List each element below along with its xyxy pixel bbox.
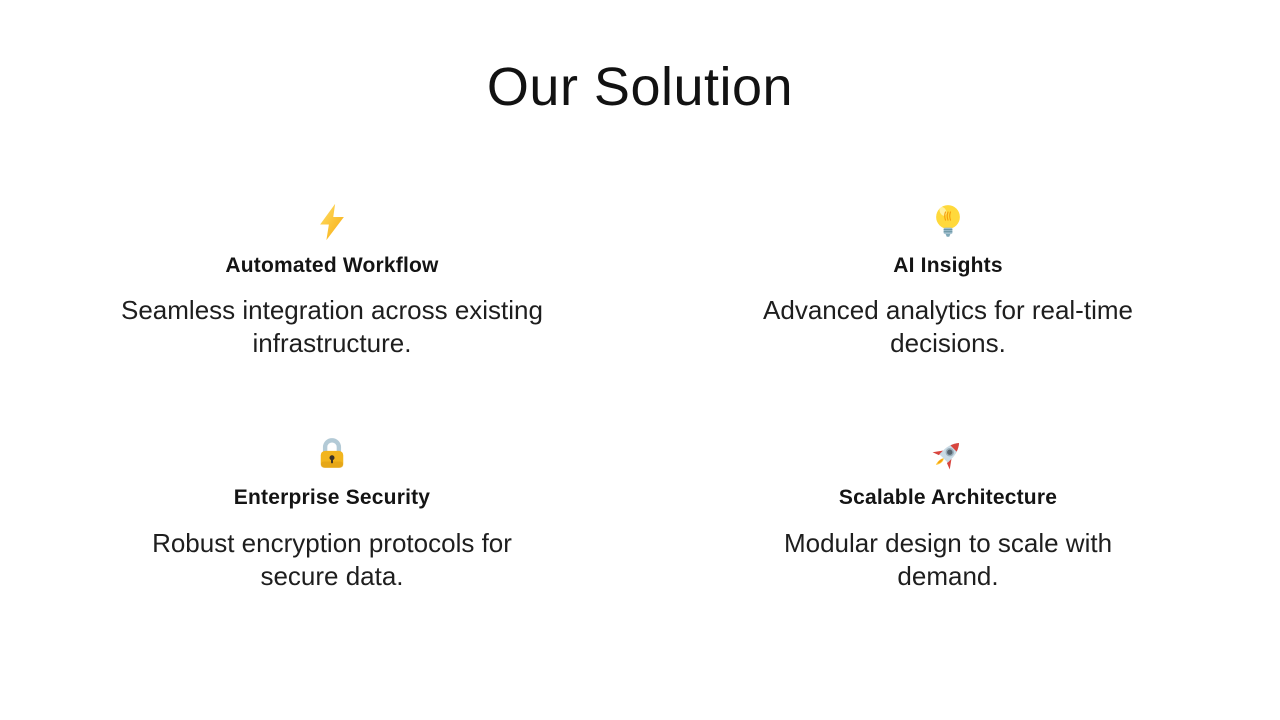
- light-bulb-icon: [926, 200, 970, 244]
- feature-ai-insights: AI Insights Advanced analytics for real-…: [763, 200, 1133, 360]
- description-line: Seamless integration across existing: [121, 295, 543, 326]
- features-grid: Automated Workflow Seamless integration …: [72, 200, 1208, 593]
- lock-icon: [310, 432, 354, 476]
- rocket-icon: [926, 432, 970, 476]
- description-line: infrastructure.: [252, 328, 412, 359]
- feature-title: Scalable Architecture: [838, 486, 1058, 510]
- description-line: demand.: [897, 560, 999, 591]
- feature-description: Advanced analytics for real-time decisio…: [763, 294, 1133, 360]
- feature-description: Robust encryption protocols for secure d…: [152, 527, 512, 593]
- feature-title: Automated Workflow: [225, 254, 439, 277]
- feature-automated-workflow: Automated Workflow Seamless integration …: [121, 200, 543, 360]
- description-line: Modular design to scale with: [783, 527, 1113, 558]
- feature-enterprise-security: Enterprise Security Robust encryption pr…: [152, 432, 512, 592]
- feature-title: AI Insights: [893, 254, 1003, 277]
- feature-title: Enterprise Security: [233, 486, 431, 510]
- description-line: Advanced analytics for real-time: [763, 295, 1133, 326]
- description-line: Robust encryption protocols for: [152, 527, 512, 558]
- lightning-bolt-icon: [310, 200, 354, 244]
- feature-description: Seamless integration across existing inf…: [121, 294, 543, 360]
- feature-scalable-architecture: Scalable Architecture Modular design to …: [784, 432, 1112, 592]
- page-title: Our Solution: [486, 57, 794, 117]
- feature-description: Modular design to scale with demand.: [784, 527, 1112, 593]
- description-line: secure data.: [260, 560, 404, 591]
- description-line: decisions.: [890, 328, 1006, 359]
